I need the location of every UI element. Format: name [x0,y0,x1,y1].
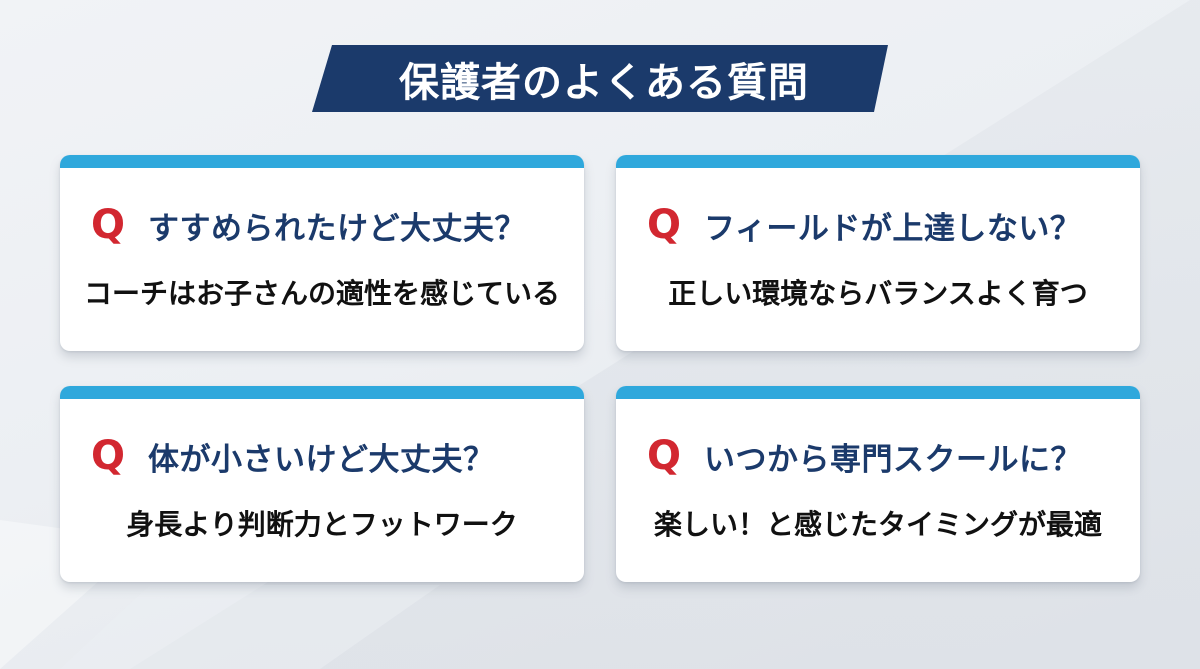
q-icon: Q [90,433,125,479]
page-title: 保護者のよくある質問 [399,59,809,106]
q-icon: Q [90,202,125,248]
question-row: Q 体が小さいけど大丈夫？ [86,430,564,482]
card-accent-strip [60,386,584,399]
question-row: Q いつから専門スクールに？ [642,430,1120,482]
q-icon: Q [646,202,681,248]
card-accent-strip [616,155,1140,168]
faq-card: Q 体が小さいけど大丈夫？ 身長より判断力とフットワーク [60,386,584,582]
question-text: フィールドが上達しない？ [704,210,1082,247]
question-row: Q すすめられたけど大丈夫？ [86,199,564,251]
answer-text: コーチはお子さんの適性を感じている [83,277,560,310]
answer-text: 楽しい！と感じたタイミングが最適 [653,508,1102,541]
faq-card: Q いつから専門スクールに？ 楽しい！と感じたタイミングが最適 [616,386,1140,582]
card-accent-strip [616,386,1140,399]
answer-text: 身長より判断力とフットワーク [126,508,518,541]
question-text: すすめられたけど大丈夫？ [148,210,526,247]
answer-text: 正しい環境ならバランスよく育つ [668,277,1088,310]
card-accent-strip [60,155,584,168]
question-text: いつから専門スクールに？ [704,441,1082,478]
title-banner: 保護者のよくある質問 [312,45,888,112]
faq-card: Q フィールドが上達しない？ 正しい環境ならバランスよく育つ [616,155,1140,351]
question-row: Q フィールドが上達しない？ [642,199,1120,251]
faq-card: Q すすめられたけど大丈夫？ コーチはお子さんの適性を感じている [60,155,584,351]
question-text: 体が小さいけど大丈夫？ [148,441,495,478]
q-icon: Q [646,433,681,479]
